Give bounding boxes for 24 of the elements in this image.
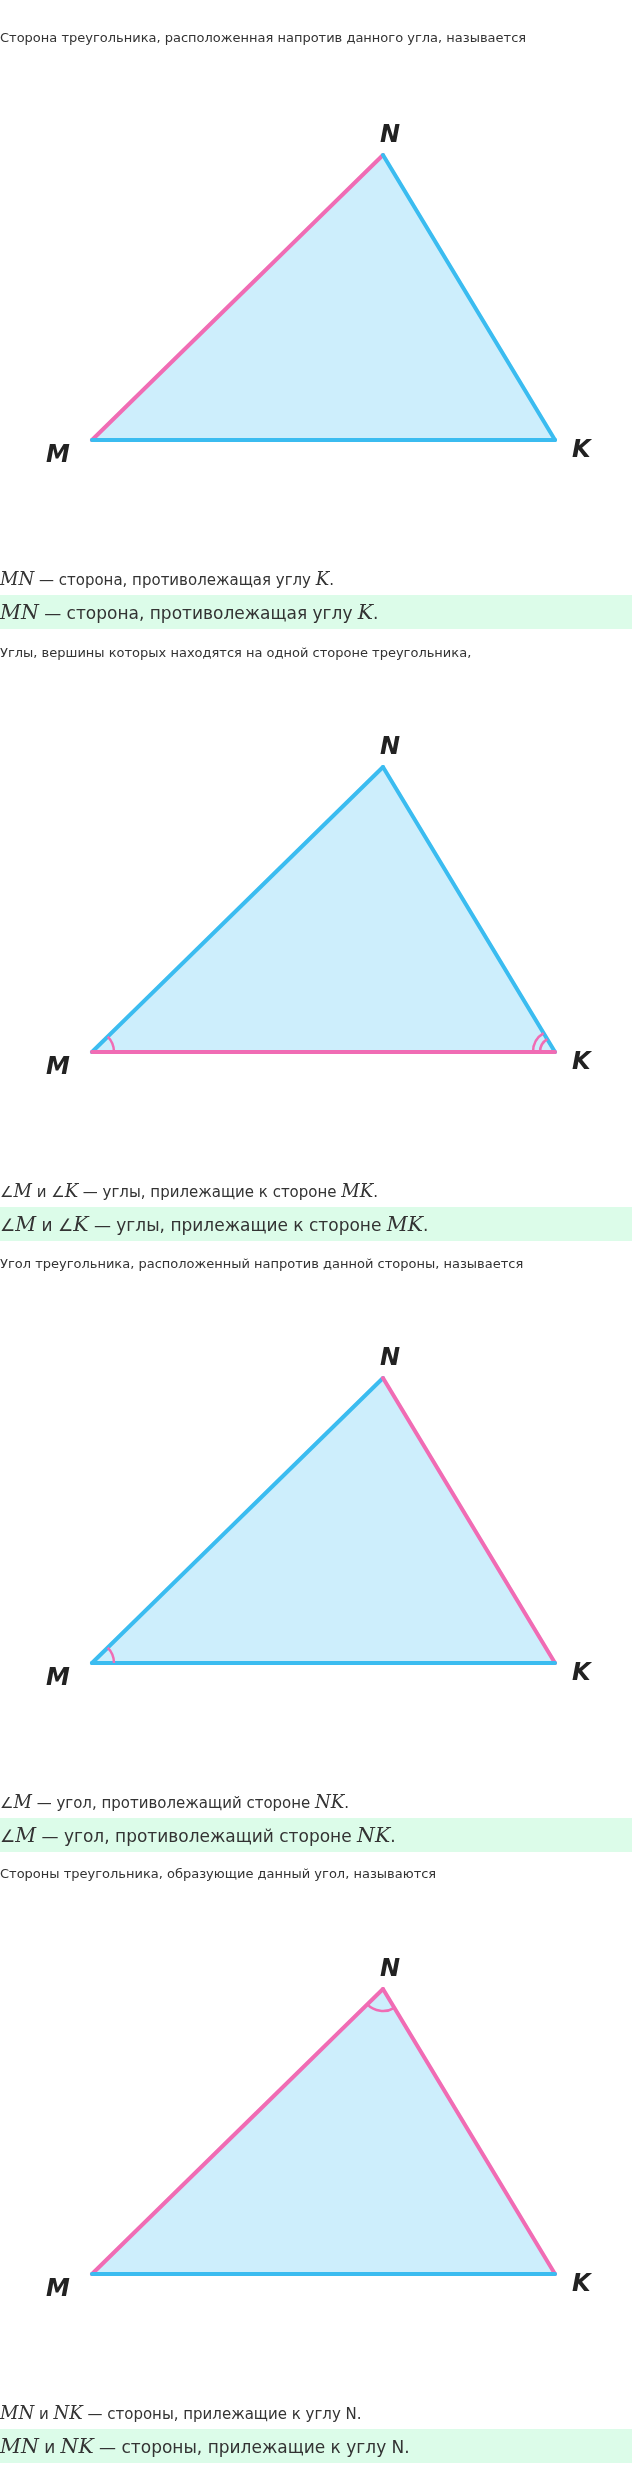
- vertex-label: N: [380, 1343, 401, 1371]
- vertex-label: M: [46, 2274, 70, 2302]
- highlighted-answer: ∠M — угол, противолежащий стороне NK.: [0, 1818, 632, 1852]
- vertex-label: M: [46, 1663, 70, 1691]
- vertex-label: M: [46, 440, 70, 468]
- question-text: Угол треугольника, расположенный напротив данной стороны, называется: [0, 1256, 524, 1271]
- answer-text: MN и NK — стороны, прилежащие к углу N.: [0, 2402, 362, 2423]
- answer-text: ∠M — угол, противолежащий стороне NK.: [0, 1791, 350, 1812]
- vertex-label: N: [380, 1954, 401, 1982]
- vertex-label: K: [572, 1047, 591, 1075]
- highlighted-answer: MN и NK — стороны, прилежащие к углу N.: [0, 2429, 632, 2463]
- highlighted-answer: ∠M и ∠K — углы, прилежащие к стороне MK.: [0, 1207, 632, 1241]
- question-text: Углы, вершины которых находятся на одной стороне треугольника,: [0, 645, 472, 660]
- vertex-label: N: [380, 732, 401, 760]
- question-text: Стороны треугольника, образующие данный угол, называются: [0, 1866, 437, 1881]
- answer-text: MN — сторона, противолежащая углу K.: [0, 568, 334, 589]
- vertex-label: K: [572, 1658, 591, 1686]
- vertex-label: K: [572, 2269, 591, 2297]
- answer-text: ∠M и ∠K — углы, прилежащие к стороне MK.: [0, 1180, 378, 1201]
- vertex-label: M: [46, 1052, 70, 1080]
- vertex-label: K: [572, 435, 591, 463]
- vertex-label: N: [380, 120, 401, 148]
- question-text: Сторона треугольника, расположенная напротив данного угла, называется: [0, 30, 527, 45]
- highlighted-answer: MN — сторона, противолежащая углу K.: [0, 595, 632, 629]
